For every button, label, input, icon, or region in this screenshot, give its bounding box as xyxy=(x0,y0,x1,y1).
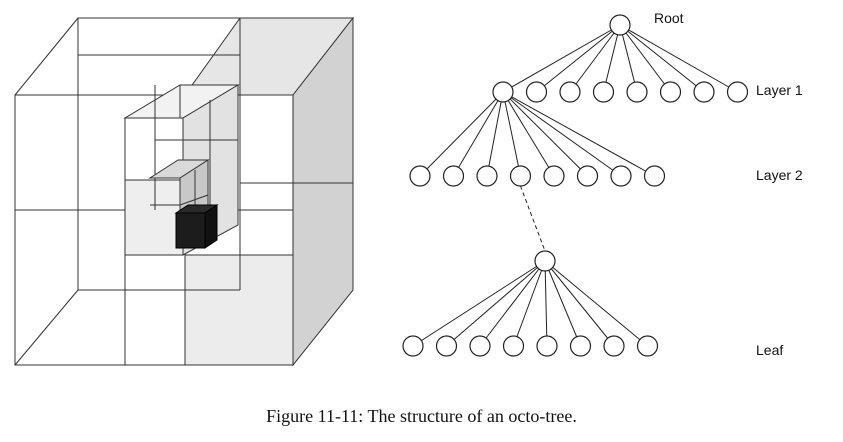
leaf-node xyxy=(636,335,659,357)
layer1-node xyxy=(592,81,615,103)
leaf-node xyxy=(536,335,558,357)
tree-edge xyxy=(544,260,615,347)
tree-edge xyxy=(544,260,581,347)
root-label: Root xyxy=(654,10,684,26)
tree-edges xyxy=(412,24,738,347)
layer2-node xyxy=(509,165,532,187)
tree-edge xyxy=(453,91,504,177)
tree-edge xyxy=(544,260,548,347)
leaf-cube-front xyxy=(175,212,206,249)
leaf-label: Leaf xyxy=(756,342,784,358)
leaf-node xyxy=(569,335,592,357)
layer1-node xyxy=(659,81,682,103)
subtree-node xyxy=(534,250,556,272)
layer1-node xyxy=(626,81,648,103)
layer1-node xyxy=(726,81,749,103)
octree-tree-diagram xyxy=(402,14,749,357)
dashed-ellipsis-link xyxy=(520,185,546,252)
tree-edge xyxy=(536,24,621,93)
leaf-node xyxy=(603,335,625,357)
tree-edge xyxy=(619,24,638,93)
leaf-node xyxy=(502,335,525,357)
cube-front-face xyxy=(14,94,294,366)
leaf-node xyxy=(402,335,424,357)
tree-edge xyxy=(502,91,655,177)
leaf-cube-side xyxy=(204,204,218,249)
layer1-node xyxy=(693,81,715,103)
tree-edge xyxy=(513,260,546,347)
layer2-node xyxy=(643,165,666,187)
layer2-node xyxy=(610,165,632,187)
layer1-node xyxy=(492,81,514,103)
tree-edge xyxy=(502,24,621,93)
octree-cube-diagram xyxy=(14,16,355,367)
leaf-node xyxy=(435,335,458,357)
layer2-node xyxy=(476,165,498,187)
tree-edge xyxy=(502,91,555,177)
cube-edge xyxy=(14,289,79,366)
subcube-front xyxy=(124,179,184,256)
layer1-node xyxy=(525,81,548,103)
tree-edge xyxy=(446,260,546,347)
cube-edge xyxy=(14,17,79,96)
tree-edge xyxy=(619,24,671,93)
tree-edge xyxy=(479,260,546,347)
tree-edge xyxy=(412,260,546,347)
layer1-node xyxy=(559,81,581,103)
tree-edge xyxy=(502,91,588,177)
front-shaded-face xyxy=(184,254,294,366)
layer2-node xyxy=(543,165,565,187)
tree-edge xyxy=(502,91,521,177)
layer2-node xyxy=(442,165,465,187)
tree-edge xyxy=(419,91,504,177)
tree-edge xyxy=(619,24,738,93)
tree-edge xyxy=(502,91,622,177)
tree-nodes xyxy=(402,14,749,357)
tree-edge xyxy=(544,260,648,347)
leaf-node xyxy=(469,335,491,357)
root-node xyxy=(609,14,631,36)
tree-edge xyxy=(569,24,621,93)
subdivision-line xyxy=(179,194,209,206)
tree-edge xyxy=(619,24,705,93)
tree-edge xyxy=(486,91,504,177)
layer1-label: Layer 1 xyxy=(756,82,803,98)
layer2-node xyxy=(409,165,431,187)
figure-caption: Figure 11-11: The structure of an octo-t… xyxy=(266,406,577,426)
layer2-node xyxy=(576,165,599,187)
layer2-label: Layer 2 xyxy=(756,167,803,183)
tree-edge xyxy=(603,24,621,93)
